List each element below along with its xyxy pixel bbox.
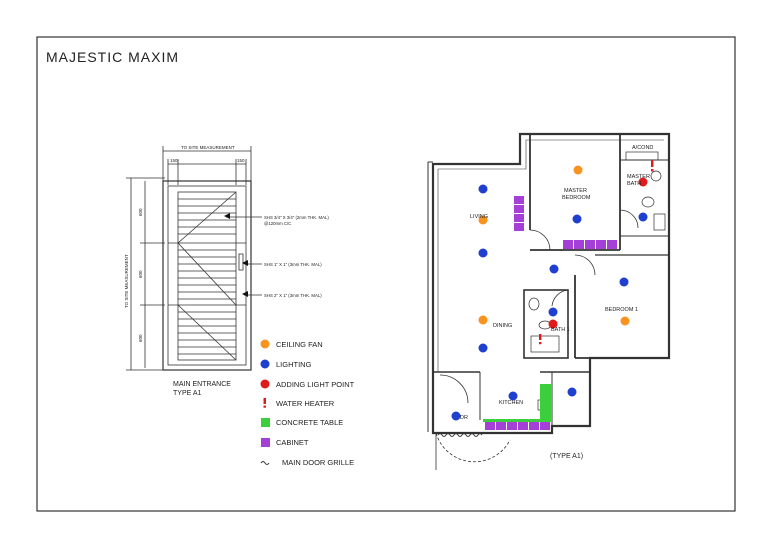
door-side-dimension: TO SITE MEASUREMENT [124, 254, 129, 308]
door-side-dim-upper: 600 [138, 208, 143, 216]
door-side-dim-lower: 600 [138, 334, 143, 342]
door-leader-arrows [224, 213, 248, 297]
door-elevation [126, 146, 262, 371]
wavy-line-legend-icon [260, 461, 270, 465]
door-note-2: SHS 1" X 1" (3mm THK. MAL) [264, 262, 322, 267]
lighting-legend-icon [260, 359, 270, 369]
ceiling-fan-legend-icon [260, 339, 270, 349]
door-note-3: SHS 2" X 1" (3mm THK. MAL) [264, 293, 322, 298]
adding-light-point-legend-icon [260, 379, 270, 389]
door-caption-line2: TYPE A1 [173, 390, 202, 397]
cabinet-legend-icon [261, 438, 270, 447]
room-label-master-bedroom-line2: BEDROOM [562, 195, 591, 201]
door-caption-line1: MAIN ENTRANCE [173, 381, 231, 388]
room-label-master-bath-line2: BATH [627, 181, 641, 187]
room-label-master-bath-line1: MASTER [627, 174, 650, 180]
door-top-right-dim: 150 [237, 158, 245, 163]
legend-label-lighting: LIGHTING [276, 360, 312, 369]
room-label-kitchen: KITCHEN [499, 400, 523, 406]
legend: CEILING FAN LIGHTING ADDING LIGHT POINT … [260, 339, 355, 467]
concrete-tables [483, 384, 551, 422]
legend-label-concrete-table: CONCRETE TABLE [276, 418, 343, 427]
door-note-1b: @120mm C/C [264, 221, 291, 226]
floor-plan [427, 132, 671, 470]
door-note-1a: SHS 3/4" X 3/4" (2mm THK. MAL) [264, 215, 329, 220]
legend-label-adding-light-point: ADDING LIGHT POINT [276, 380, 355, 389]
sheet-border [36, 36, 736, 512]
door-side-dim-mid: 600 [138, 270, 143, 278]
room-label-bedroom-1: BEDROOM 1 [605, 307, 638, 313]
legend-label-water-heater: WATER HEATER [276, 399, 335, 408]
room-label-bath-1: BATH 1 [551, 327, 570, 333]
lighting-markers [451, 184, 648, 421]
room-label-dr: DR [460, 415, 468, 421]
ceiling-fan-markers [478, 165, 630, 326]
room-label-acond: A/COND [632, 145, 653, 151]
room-label-master-bedroom-line1: MASTER [564, 188, 587, 194]
water-heater-legend-icon [263, 398, 266, 408]
cabinets [485, 196, 617, 430]
legend-label-main-door-grille: MAIN DOOR GRILLE [282, 458, 354, 467]
adding-light-point-markers [548, 177, 648, 329]
legend-label-cabinet: CABINET [276, 438, 309, 447]
main-door-grille [437, 433, 483, 437]
water-heater-markers [539, 160, 654, 345]
door-top-left-dim: 150 [170, 158, 178, 163]
page-title: MAJESTIC MAXIM [46, 49, 179, 65]
room-label-dining: DINING [493, 323, 512, 329]
legend-label-ceiling-fan: CEILING FAN [276, 340, 323, 349]
concrete-table-legend-icon [261, 418, 270, 427]
floor-plan-caption: (TYPE A1) [550, 453, 583, 460]
room-label-living: LIVING [470, 214, 488, 220]
door-top-dimension: TO SITE MEASUREMENT [181, 145, 235, 150]
